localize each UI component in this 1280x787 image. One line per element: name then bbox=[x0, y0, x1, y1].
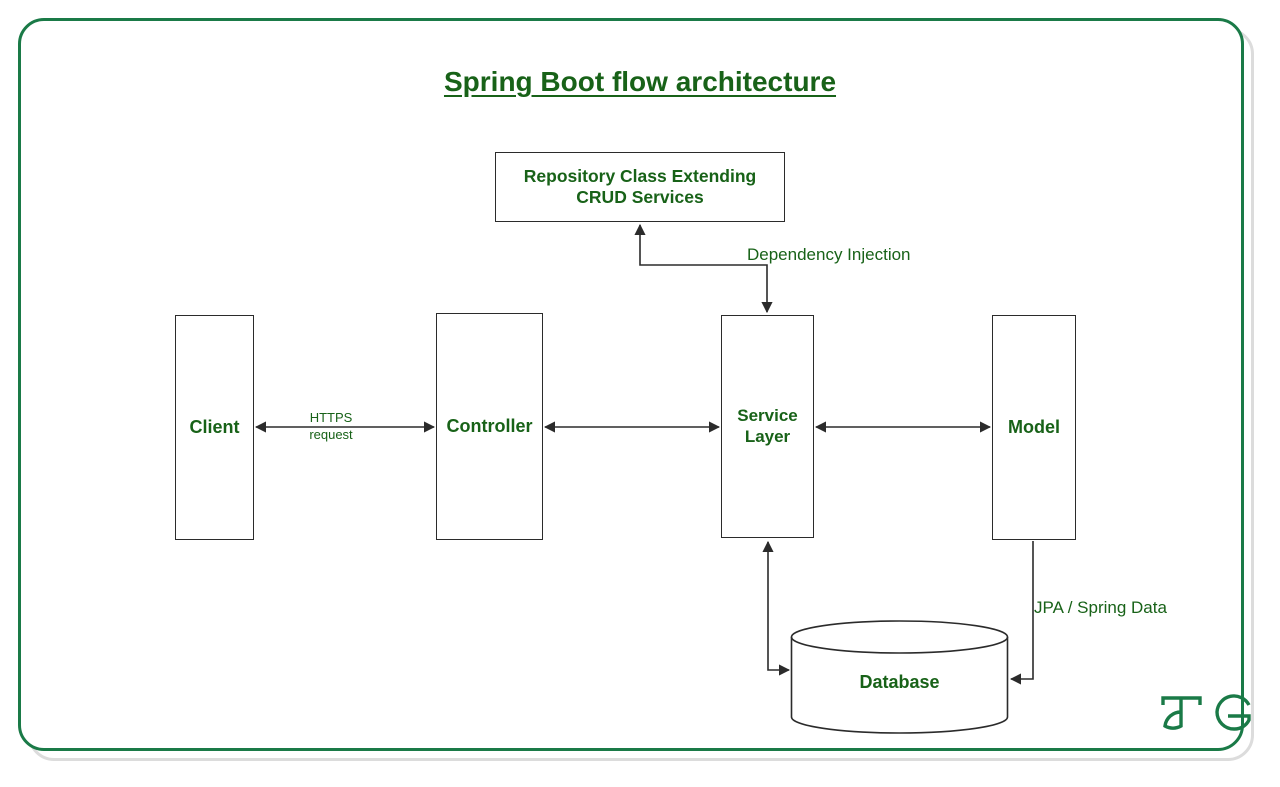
node-model-label: Model bbox=[1008, 416, 1060, 437]
node-controller[interactable]: Controller bbox=[436, 313, 543, 540]
node-client-label: Client bbox=[189, 416, 240, 437]
node-repository-label-line1: Repository Class Extending bbox=[523, 165, 757, 186]
node-service-label-line2: Layer bbox=[744, 426, 791, 446]
node-client[interactable]: Client bbox=[175, 315, 254, 540]
edge-label-https-request: HTTPS request bbox=[285, 410, 377, 444]
edge-label-dependency-injection: Dependency Injection bbox=[747, 245, 911, 264]
page-title: Spring Boot flow architecture bbox=[443, 66, 837, 97]
edge-repository-service bbox=[634, 223, 773, 314]
node-repository-class[interactable]: Repository Class Extending CRUD Services bbox=[495, 152, 785, 222]
geeksforgeeks-logo bbox=[1161, 694, 1251, 731]
node-model[interactable]: Model bbox=[992, 315, 1076, 540]
edge-label-https-line1: HTTPS bbox=[309, 410, 353, 425]
edge-label-jpa-spring-data: JPA / Spring Data bbox=[1034, 598, 1167, 617]
edge-service-database bbox=[762, 540, 791, 676]
edge-model-database bbox=[1009, 541, 1034, 685]
node-repository-label-line2: CRUD Services bbox=[576, 187, 704, 207]
node-service-layer[interactable]: Service Layer bbox=[721, 315, 814, 538]
node-controller-label: Controller bbox=[446, 415, 533, 436]
edge-label-https-line2: request bbox=[309, 426, 353, 442]
node-database[interactable] bbox=[790, 620, 1009, 734]
node-service-label-line1: Service bbox=[737, 405, 798, 425]
node-database-label: Database bbox=[859, 672, 940, 692]
